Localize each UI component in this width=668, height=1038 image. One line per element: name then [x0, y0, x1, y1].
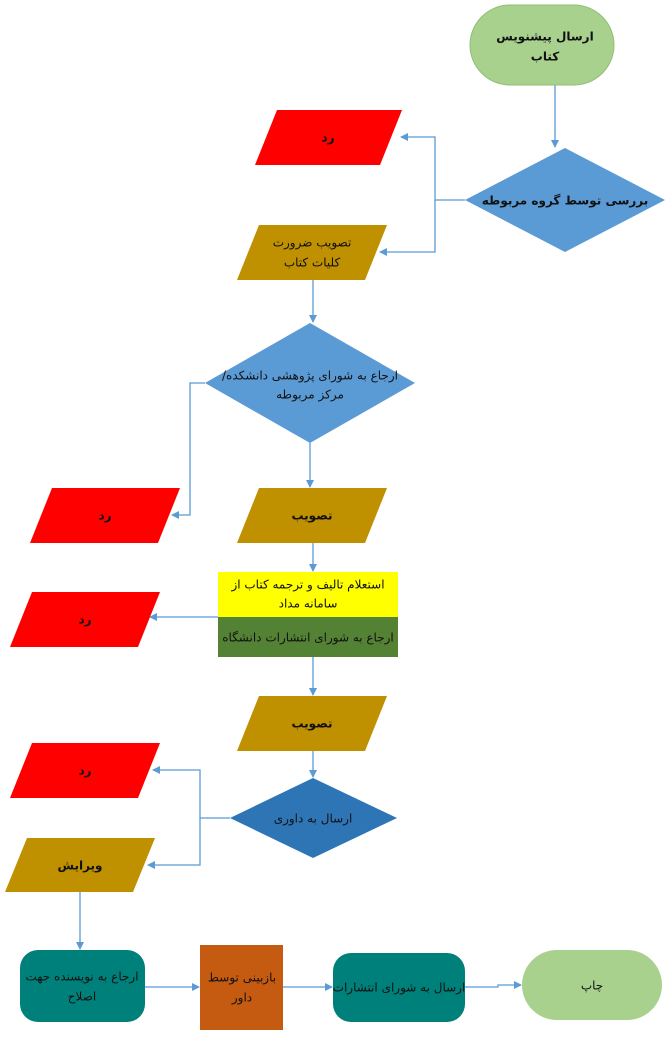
svg-text:رد: رد [78, 613, 91, 627]
svg-text:کتاب: کتاب [531, 50, 559, 64]
svg-text:ارجاع به شورای انتشارات دانشگا: ارجاع به شورای انتشارات دانشگاه [222, 631, 394, 646]
reject-2: رد [30, 488, 180, 543]
svg-text:ارجاع به نویسنده جهت: ارجاع به نویسنده جهت [25, 970, 138, 985]
approve-necessity: تصویب ضرورت کلیات کتاب [237, 225, 387, 280]
decision-group-review: بررسی توسط گروه مربوطه [465, 148, 665, 252]
decision-faculty-council: ارجاع به شورای پژوهشی دانشکده/ مرکز مربو… [205, 323, 415, 443]
connectors [76, 85, 559, 991]
svg-text:اصلاح: اصلاح [68, 990, 96, 1004]
end-print: چاپ [522, 950, 662, 1020]
reject-3: رد [10, 592, 160, 647]
svg-text:داور: داور [231, 991, 252, 1006]
svg-text:ارسال به داوری: ارسال به داوری [274, 812, 353, 827]
svg-text:ارسال پیشنویس: ارسال پیشنویس [496, 30, 593, 45]
svg-text:بررسی توسط گروه مربوطه: بررسی توسط گروه مربوطه [482, 194, 649, 209]
svg-text:تصویب: تصویب [291, 717, 332, 732]
svg-text:ارسال به شورای انتشارات: ارسال به شورای انتشارات [333, 981, 466, 996]
svg-text:استعلام تالیف و ترجمه کتاب از: استعلام تالیف و ترجمه کتاب از [230, 578, 384, 593]
svg-text:تصویب ضرورت: تصویب ضرورت [273, 236, 352, 251]
svg-text:سامانه مداد: سامانه مداد [279, 597, 338, 611]
svg-text:بازبینی توسط: بازبینی توسط [208, 971, 276, 986]
svg-text:رد: رد [78, 764, 91, 778]
svg-text:کلیات کتاب: کلیات کتاب [284, 256, 341, 270]
decision-send-review: ارسال به داوری [230, 778, 397, 858]
svg-text:ویرایش: ویرایش [57, 859, 102, 874]
svg-text:رد: رد [98, 509, 111, 523]
reviewer-recheck: بازبینی توسط داور [200, 945, 283, 1030]
approve-1: تصویب [237, 488, 387, 543]
svg-text:رد: رد [321, 131, 334, 145]
inquiry-madad: استعلام تالیف و ترجمه کتاب از سامانه مدا… [218, 572, 398, 617]
svg-text:چاپ: چاپ [581, 979, 603, 993]
svg-text:ارجاع به شورای پژوهشی دانشکده/: ارجاع به شورای پژوهشی دانشکده/ [222, 369, 398, 384]
reject-4: رد [10, 743, 160, 798]
svg-text:مرکز مربوطه: مرکز مربوطه [276, 388, 344, 403]
start-submit-draft: ارسال پیشنویس کتاب [469, 4, 615, 86]
return-to-author: ارجاع به نویسنده جهت اصلاح [20, 950, 145, 1022]
edit: ویرایش [5, 838, 155, 892]
svg-text:تصویب: تصویب [291, 509, 332, 524]
reject-1: رد [255, 110, 402, 165]
approve-2: تصویب [237, 696, 387, 751]
university-publications-council: ارجاع به شورای انتشارات دانشگاه [218, 617, 398, 657]
send-to-publications-council: ارسال به شورای انتشارات [333, 953, 466, 1022]
